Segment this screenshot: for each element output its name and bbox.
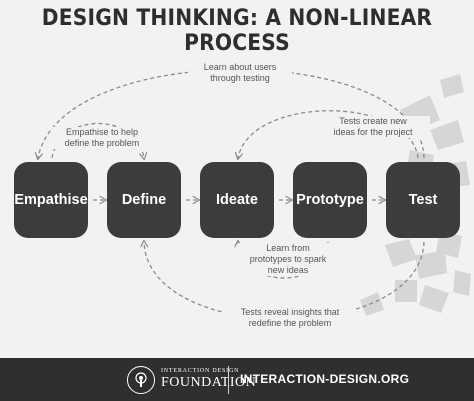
- stage-define: Define: [107, 162, 181, 238]
- org-name-small: INTERACTION DESIGN: [161, 368, 240, 374]
- note-empathise-help: Empathise to help define the problem: [52, 127, 152, 149]
- website-link[interactable]: INTERACTION-DESIGN.ORG: [240, 372, 410, 386]
- footer-divider: [228, 366, 229, 394]
- stage-ideate: Ideate: [200, 162, 274, 238]
- note-tests-ideas: Tests create new ideas for the project: [316, 116, 430, 138]
- note-tests-insights: Tests reveal insights that redefine the …: [224, 307, 356, 329]
- note-learn-prototypes: Learn from prototypes to spark new ideas: [238, 243, 338, 276]
- stage-empathise: Empathise: [14, 162, 88, 238]
- stage-test: Test: [386, 162, 460, 238]
- org-name-big: FOUNDATION: [161, 375, 257, 390]
- page-title: DESIGN THINKING: A NON-LINEAR PROCESS: [41, 6, 433, 56]
- footer: INTERACTION DESIGN FOUNDATION INTERACTIO…: [0, 358, 474, 401]
- stage-prototype: Prototype: [293, 162, 367, 238]
- arc-test-define: [144, 242, 425, 320]
- tree-logo-icon: [127, 366, 155, 394]
- note-learn-users: Learn about users through testing: [188, 62, 292, 84]
